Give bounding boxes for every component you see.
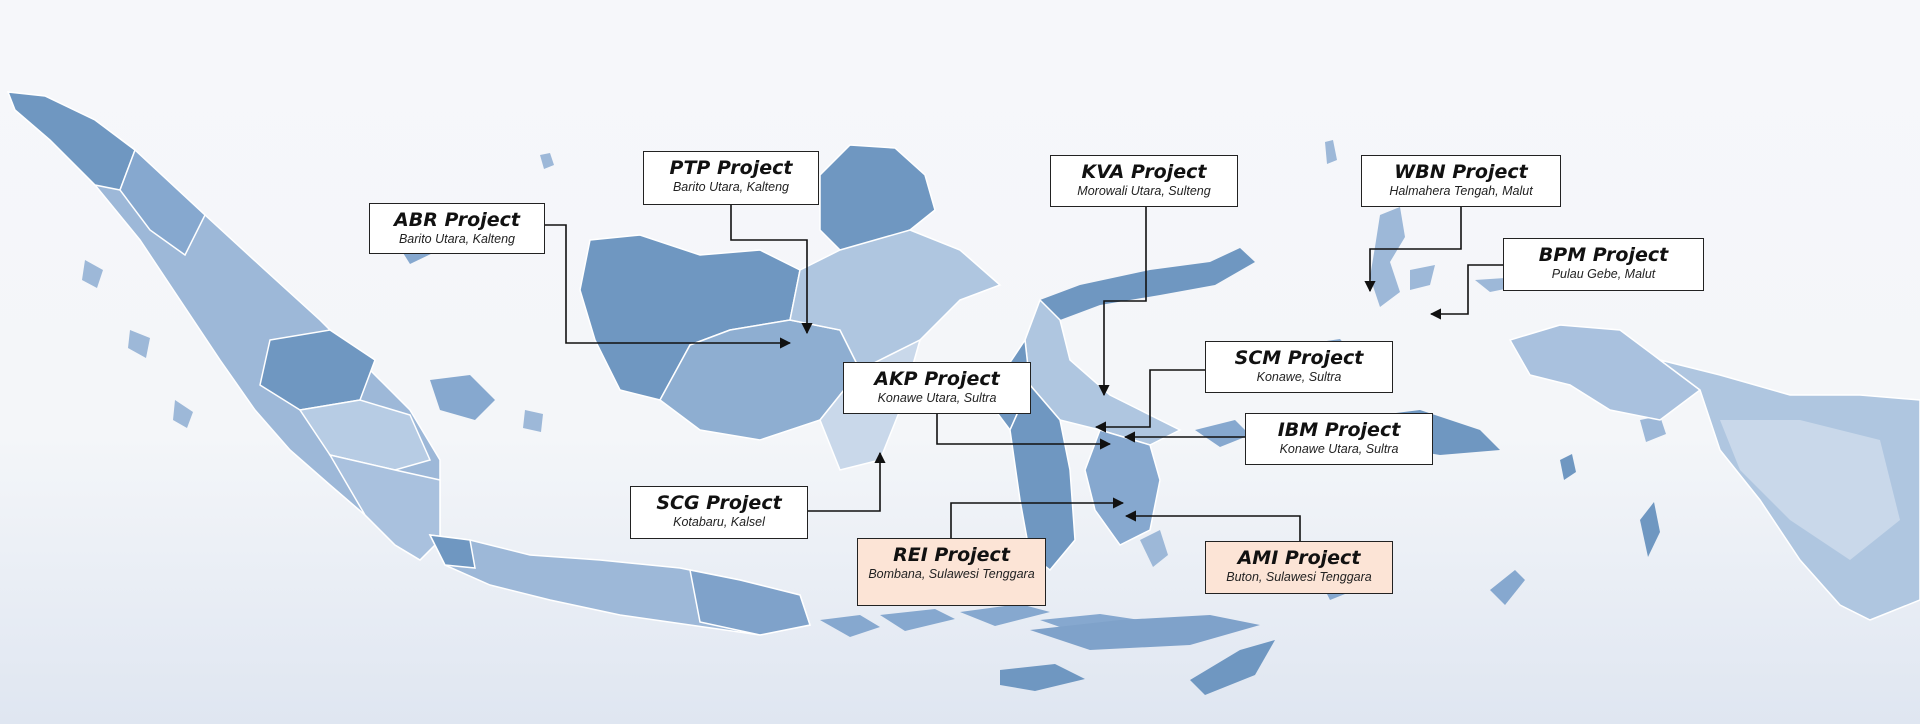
banggai-islands xyxy=(1195,420,1250,447)
sulut-arm xyxy=(1040,248,1255,320)
ptp-arrow xyxy=(730,205,813,335)
abr-arrow xyxy=(545,224,792,349)
wbn-arrow xyxy=(1364,207,1462,293)
ami-arrow xyxy=(1124,510,1301,541)
aceh-region xyxy=(6,91,136,191)
project-name: SCM Project xyxy=(1234,347,1364,369)
project-name: ABR Project xyxy=(394,209,520,231)
buton-island xyxy=(1140,530,1168,567)
wbn-project-label: WBN Project Halmahera Tengah, Malut xyxy=(1361,155,1561,207)
project-name: WBN Project xyxy=(1394,161,1528,183)
scm-project-label: SCM Project Konawe, Sultra xyxy=(1205,341,1393,393)
ibm-project-label: IBM Project Konawe Utara, Sultra xyxy=(1245,413,1433,465)
papua-barat-region xyxy=(1508,324,1702,421)
scg-project-label: SCG Project Kotabaru, Kalsel xyxy=(630,486,808,539)
project-location: Morowali Utara, Sulteng xyxy=(1077,184,1211,198)
scg-arrow xyxy=(808,451,886,512)
akp-project-label: AKP Project Konawe Utara, Sultra xyxy=(843,362,1031,414)
sumsel-region xyxy=(328,453,441,561)
project-location: Buton, Sulawesi Tenggara xyxy=(1226,570,1372,584)
project-name: KVA Project xyxy=(1081,161,1207,183)
ptp-project-label: PTP Project Barito Utara, Kalteng xyxy=(643,151,819,205)
project-location: Barito Utara, Kalteng xyxy=(672,180,790,194)
island-small xyxy=(540,153,554,169)
ami-project-label: AMI Project Buton, Sulawesi Tenggara xyxy=(1205,541,1393,594)
abr-project-label: ABR Project Barito Utara, Kalteng xyxy=(369,203,545,254)
akp-arrow xyxy=(936,414,1112,450)
kva-project-label: KVA Project Morowali Utara, Sulteng xyxy=(1050,155,1238,207)
kalut-region xyxy=(819,144,936,251)
bpm-project-label: BPM Project Pulau Gebe, Malut xyxy=(1503,238,1704,291)
small-island xyxy=(1325,140,1337,164)
rei-arrow xyxy=(950,497,1125,538)
papua-inland xyxy=(1720,420,1900,560)
sumatra-island xyxy=(6,91,554,561)
sulsel-region xyxy=(1009,383,1076,572)
project-location: Kotabaru, Kalsel xyxy=(673,515,765,529)
sulawesi-island xyxy=(994,248,1255,572)
project-name: AMI Project xyxy=(1237,547,1361,569)
sumut-region xyxy=(119,148,206,257)
project-location: Halmahera Tengah, Malut xyxy=(1389,184,1533,198)
sultra-region xyxy=(1084,429,1161,546)
halmahera-island xyxy=(1370,207,1435,307)
small-island xyxy=(1490,570,1525,605)
project-name: PTP Project xyxy=(669,157,793,179)
project-name: BPM Project xyxy=(1538,244,1669,266)
project-name: REI Project xyxy=(893,544,1010,566)
java-island xyxy=(428,534,1275,695)
kaltim-region xyxy=(789,229,1002,372)
aru-island xyxy=(1640,416,1666,442)
project-name: SCG Project xyxy=(656,492,782,514)
sumba-region xyxy=(1000,664,1085,691)
island-small xyxy=(82,260,103,288)
island-small xyxy=(523,410,543,432)
project-name: IBM Project xyxy=(1277,419,1401,441)
project-location: Pulau Gebe, Malut xyxy=(1551,267,1656,281)
arrows xyxy=(545,205,1503,541)
papua-island xyxy=(1508,324,1920,621)
project-name: AKP Project xyxy=(874,368,1000,390)
island-small xyxy=(173,400,193,428)
flores-region xyxy=(1030,615,1260,650)
kva-arrow xyxy=(1098,207,1147,397)
project-location: Konawe, Sultra xyxy=(1256,370,1342,384)
island-small xyxy=(128,330,150,358)
jatim-region xyxy=(689,569,811,636)
timor-region xyxy=(1190,640,1275,695)
banten-region xyxy=(428,534,476,569)
project-location: Konawe Utara, Sultra xyxy=(877,391,997,405)
project-location: Barito Utara, Kalteng xyxy=(398,232,516,246)
island-small xyxy=(430,375,495,420)
tanimbar-island xyxy=(1640,502,1660,557)
project-location: Bombana, Sulawesi Tenggara xyxy=(868,567,1035,581)
nusa-tenggara xyxy=(820,604,1140,637)
bpm-arrow xyxy=(1429,264,1503,320)
project-location: Konawe Utara, Sultra xyxy=(1279,442,1399,456)
kei-island xyxy=(1560,454,1576,480)
scm-arrow xyxy=(1094,369,1205,433)
rei-project-label: REI Project Bombana, Sulawesi Tenggara xyxy=(857,538,1046,606)
